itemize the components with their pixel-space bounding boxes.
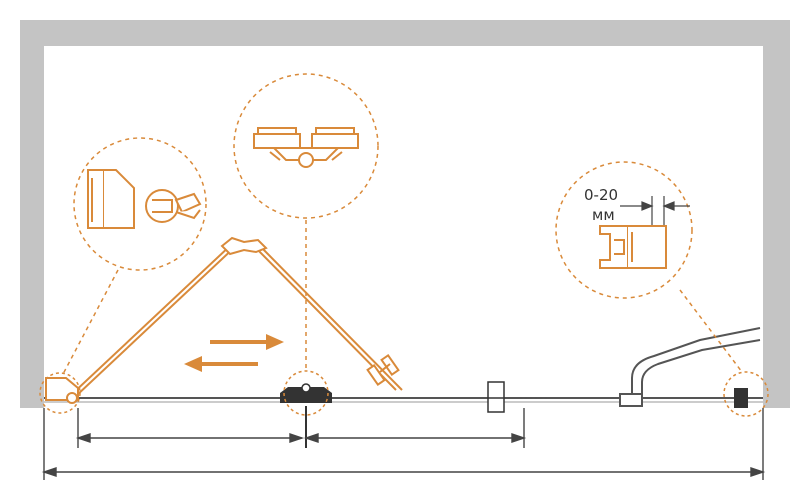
detail-center-seal <box>233 73 379 219</box>
wall-support-bar <box>619 327 761 407</box>
double-arrow-icon <box>184 334 284 372</box>
adjustment-range-label: 0-20 <box>584 186 618 204</box>
leader-lines <box>61 220 743 377</box>
detail-right-profile: 0-20 мм <box>555 161 693 299</box>
right-profile-marker <box>723 371 769 417</box>
right-wall-profile <box>734 388 748 408</box>
left-wall-profile <box>45 377 79 404</box>
wall-outline <box>20 20 790 408</box>
adjustment-unit-label: мм <box>592 206 615 224</box>
center-seal-marker <box>283 370 329 416</box>
detail-left-hinge <box>73 137 207 271</box>
left-profile-marker <box>39 372 81 414</box>
sliding-stopper <box>487 381 505 413</box>
dimension-lines <box>41 408 766 480</box>
handle-icon <box>366 353 400 387</box>
center-seal <box>280 383 332 403</box>
hinge-icon <box>220 236 268 256</box>
